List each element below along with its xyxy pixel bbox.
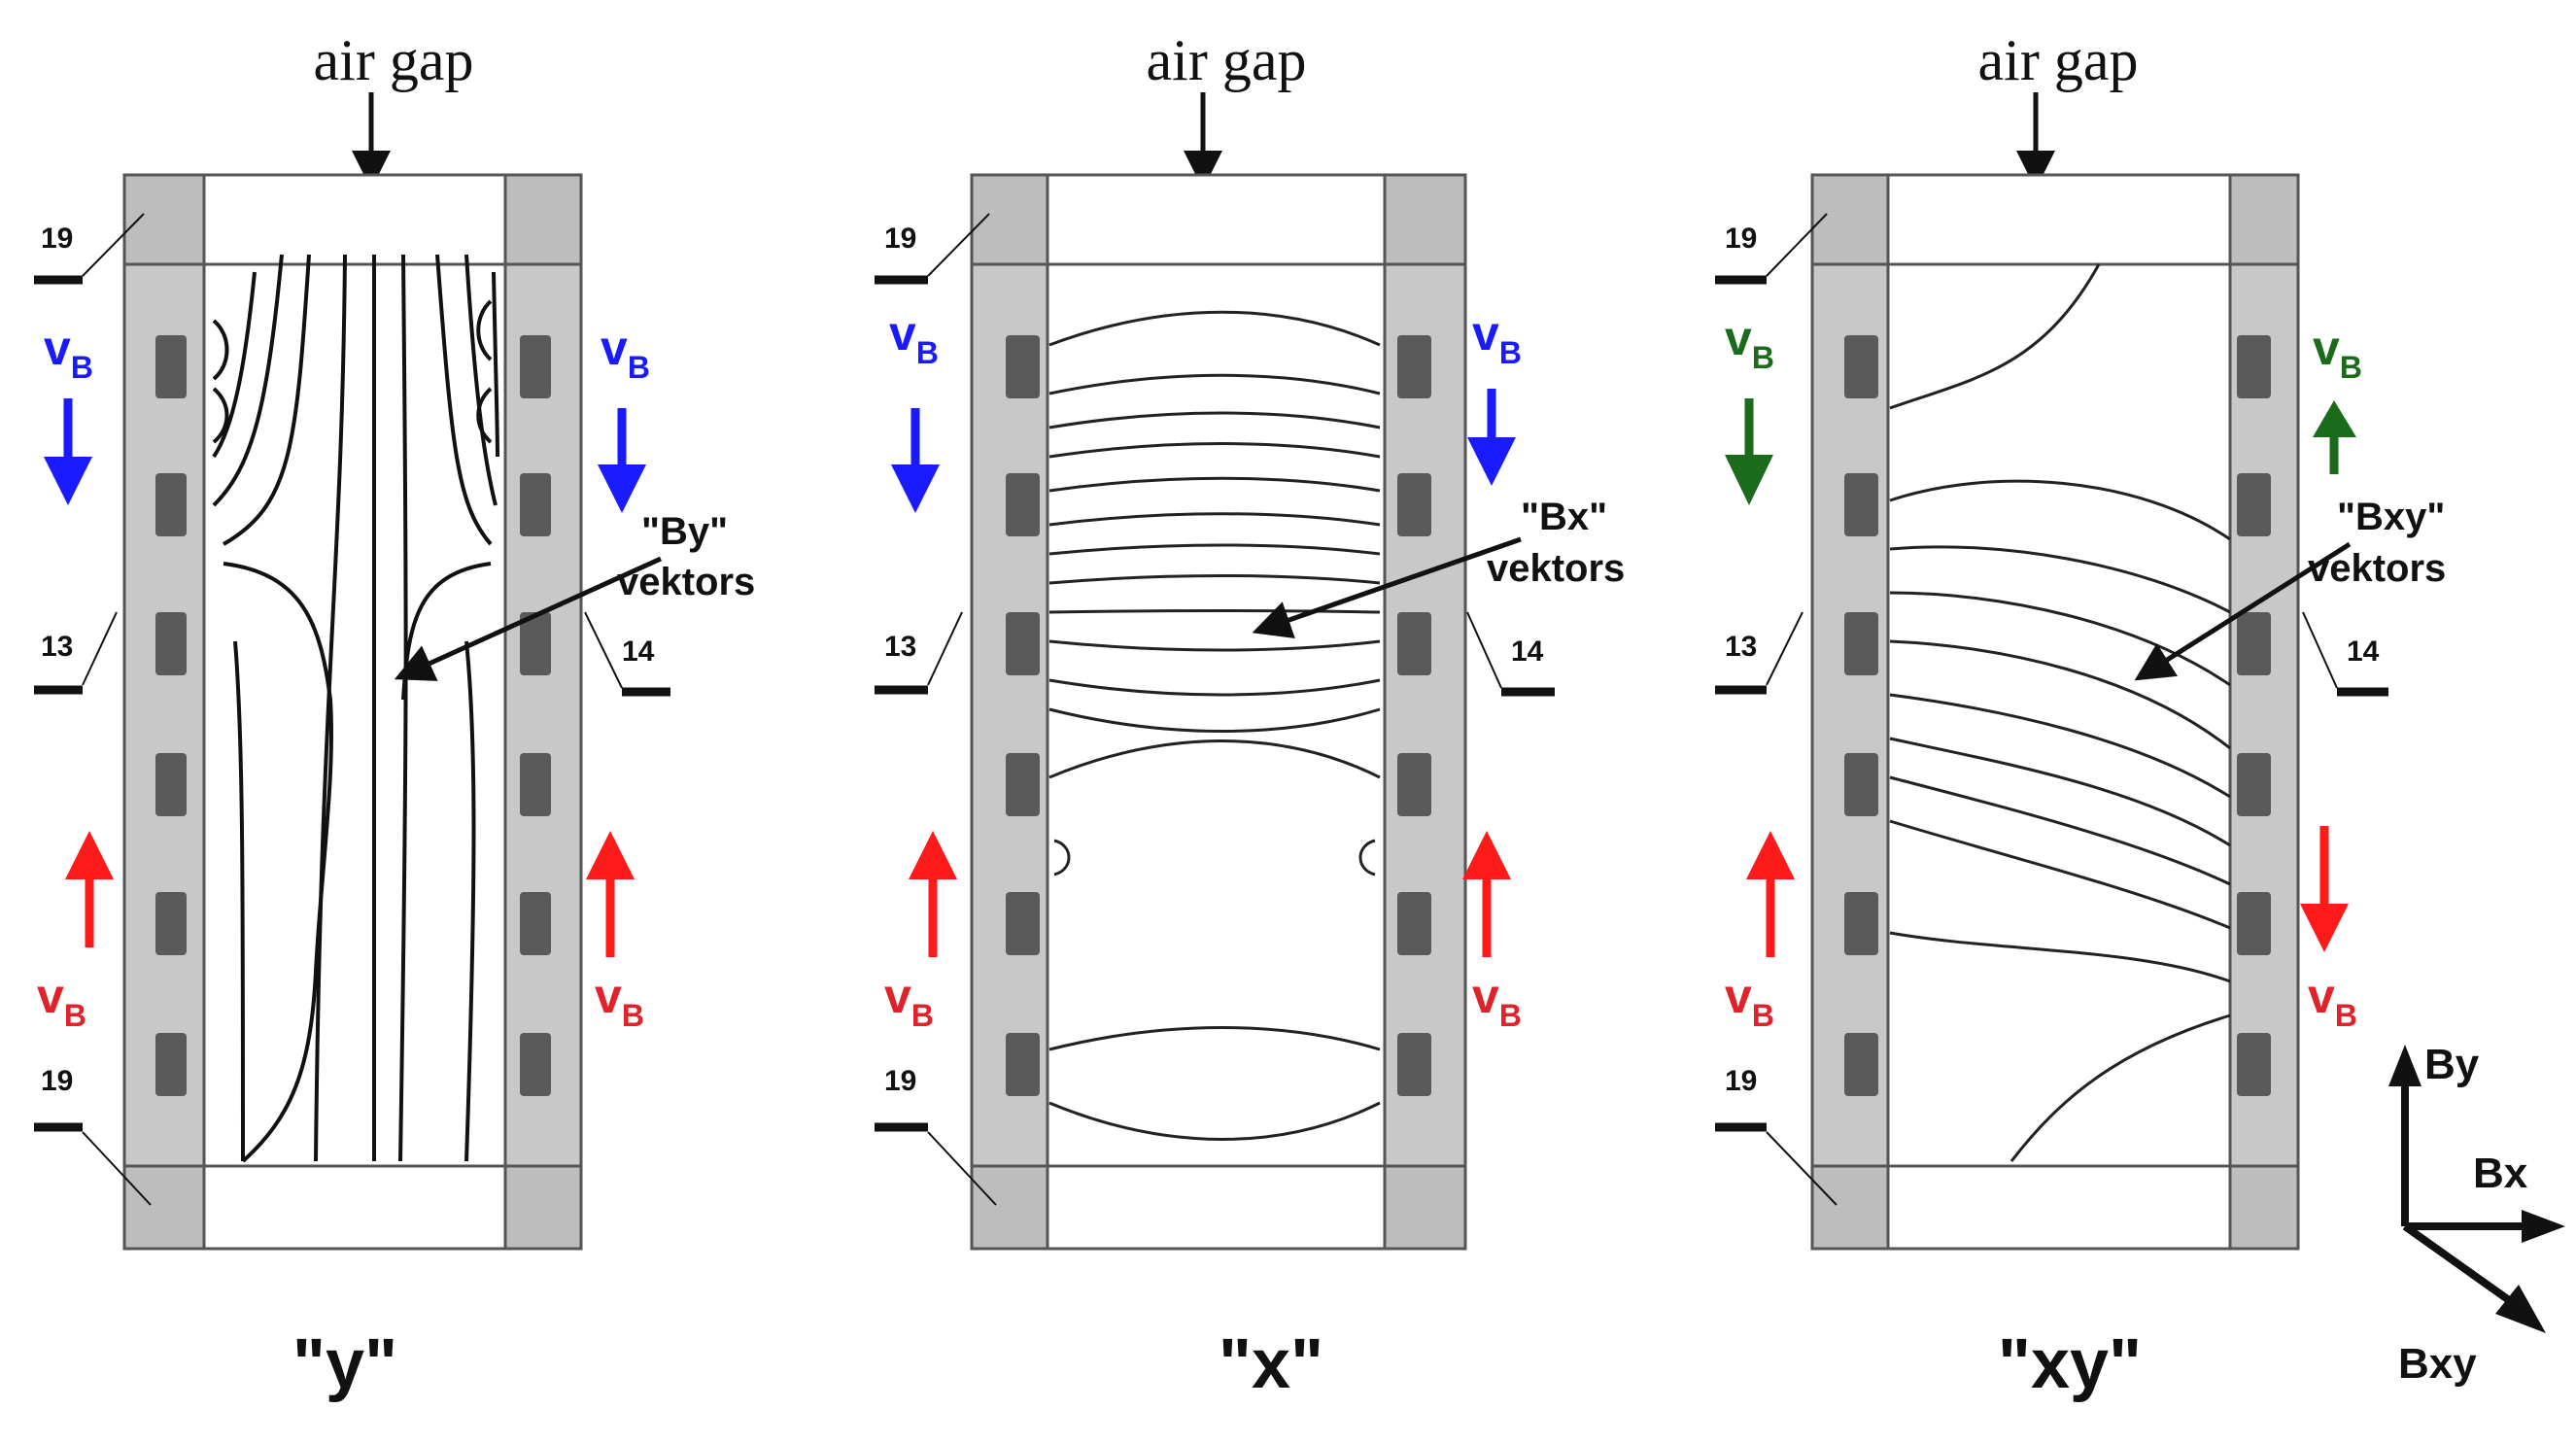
bxy-axis-label: Bxy: [2398, 1340, 2477, 1388]
vector-pointer: [2134, 541, 2352, 681]
panel-caption: "xy": [1998, 1325, 2142, 1403]
vector-pointer: [1252, 536, 1522, 639]
svg-text:13: 13: [884, 631, 916, 663]
svg-text:vB: vB: [1725, 311, 1774, 375]
svg-text:vB: vB: [2313, 321, 2362, 385]
svg-text:vB: vB: [1472, 969, 1522, 1033]
axes-legend: By Bx Bxy: [2388, 1041, 2565, 1388]
stator-slots-left: [1006, 335, 1040, 1096]
svg-text:vB: vB: [889, 306, 939, 370]
svg-text:vB: vB: [37, 969, 86, 1033]
velocity-bottom-left: vB: [884, 831, 957, 1033]
air-gap-label: air gap: [314, 28, 474, 92]
pin-label-13: 13: [41, 631, 73, 663]
panel-y: air gap: [34, 28, 755, 1403]
stator-slots-left: [155, 335, 187, 1096]
svg-text:19: 19: [884, 223, 916, 255]
svg-text:vektors: vektors: [2308, 547, 2446, 590]
air-gap-label: air gap: [1147, 28, 1307, 92]
air-gap-label: air gap: [1978, 28, 2139, 92]
svg-text:vektors: vektors: [1487, 547, 1625, 590]
panel-caption: "y": [292, 1325, 397, 1403]
stator-slots-right: [520, 335, 551, 1096]
svg-text:13: 13: [1725, 631, 1757, 663]
bx-field-lines: [1048, 310, 1381, 1141]
vector-label: "By" vektors: [617, 510, 755, 603]
svg-text:"Bx": "Bx": [1521, 496, 1607, 538]
pin-label-19-top: 19: [41, 223, 73, 255]
velocity-top-right: vB: [598, 321, 650, 513]
stator-slots-right: [2237, 335, 2271, 1096]
velocity-bottom-right: vB: [1462, 831, 1522, 1033]
vector-label: "Bx" vektors: [1487, 496, 1625, 590]
velocity-bottom-left: vB: [1725, 831, 1795, 1033]
velocity-top-right: vB: [2313, 321, 2362, 474]
machine-frame: [122, 173, 583, 1251]
velocity-bottom-left: vB: [37, 831, 114, 1033]
pin-markers: [1715, 213, 2388, 1206]
svg-text:vB: vB: [1472, 306, 1522, 370]
svg-text:vB: vB: [601, 321, 650, 385]
svg-text:"By": "By": [641, 510, 728, 553]
by-axis-label: By: [2424, 1041, 2480, 1088]
pin-label-19-bottom: 19: [41, 1065, 73, 1097]
vector-label: "Bxy" vektors: [2308, 496, 2446, 590]
velocity-bottom-right: vB: [586, 831, 644, 1033]
panel-xy: air gap: [1715, 28, 2446, 1403]
svg-text:vB: vB: [1725, 969, 1774, 1033]
machine-frame: [1810, 173, 2300, 1251]
svg-text:19: 19: [1725, 223, 1757, 255]
bx-axis-label: Bx: [2473, 1150, 2528, 1197]
pin-markers: [875, 213, 1555, 1206]
svg-text:vB: vB: [595, 969, 644, 1033]
svg-text:14: 14: [1511, 636, 1544, 668]
stator-slots-left: [1844, 335, 1878, 1096]
bxy-axis-arrow: [2402, 1222, 2512, 1304]
pin-label-14: 14: [622, 636, 655, 668]
panel-caption: "x": [1219, 1325, 1323, 1403]
svg-text:vB: vB: [2308, 969, 2357, 1033]
stator-slots-right: [1397, 335, 1431, 1096]
svg-text:14: 14: [2347, 636, 2380, 668]
panel-x: air gap: [875, 28, 1625, 1403]
svg-text:19: 19: [1725, 1065, 1757, 1097]
pin-labels: 19 13 14 19: [884, 223, 1544, 1097]
bxy-field-lines: [1889, 263, 2231, 1162]
velocity-top-left: vB: [1725, 311, 1774, 505]
pin-labels: 19 13 14 19: [41, 223, 655, 1097]
machine-frame: [970, 173, 1467, 1251]
pin-markers: [34, 213, 670, 1206]
svg-text:vB: vB: [44, 321, 93, 385]
vector-pointer: [394, 556, 663, 681]
svg-text:vB: vB: [884, 969, 934, 1033]
velocity-top-right: vB: [1467, 306, 1522, 486]
velocity-bottom-right: vB: [2300, 826, 2357, 1033]
svg-text:"Bxy": "Bxy": [2337, 496, 2445, 538]
velocity-top-left: vB: [889, 306, 940, 513]
velocity-top-left: vB: [44, 321, 93, 505]
pin-labels: 19 13 14 19: [1725, 223, 2380, 1097]
svg-text:19: 19: [884, 1065, 916, 1097]
